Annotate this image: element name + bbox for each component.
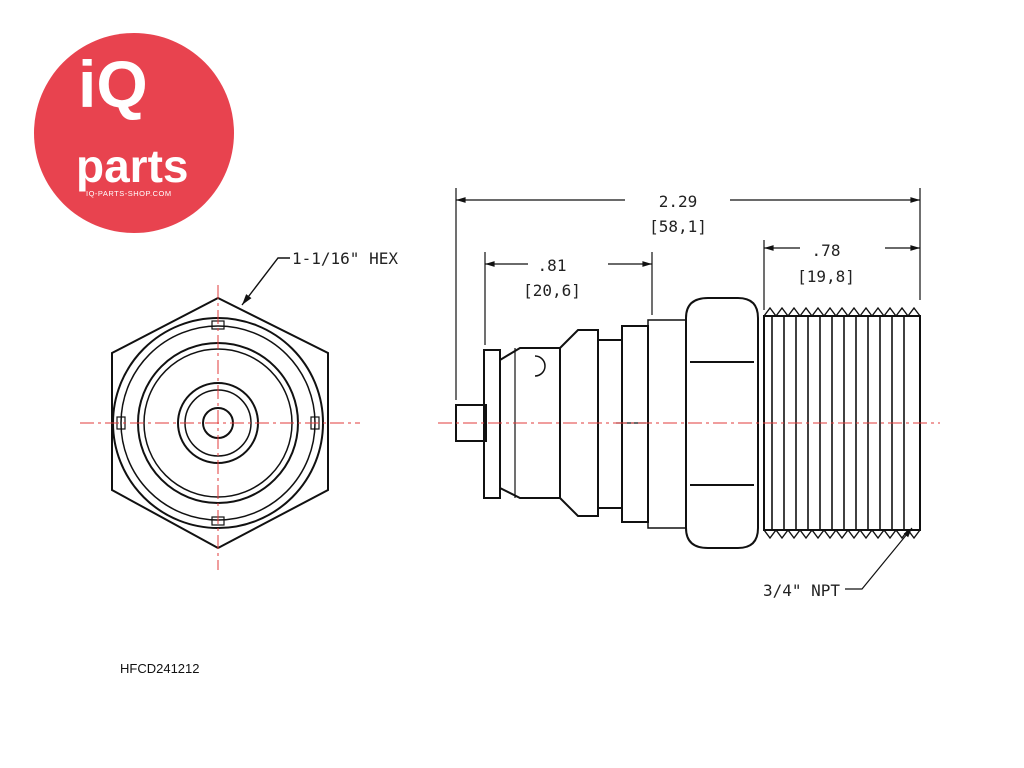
- overall-length-in: 2.29: [659, 192, 698, 211]
- left-length-in: .81: [538, 256, 567, 275]
- hex-nut: [685, 297, 759, 549]
- overall-length-mm: [58,1]: [649, 217, 707, 236]
- dimension-lines: [455, 188, 921, 590]
- logo-circle: [34, 33, 234, 233]
- iq-parts-logo: iQ parts IQ-PARTS-SHOP.COM: [34, 33, 234, 233]
- thread-length-mm: [19,8]: [797, 267, 855, 286]
- hex-leader: [241, 257, 290, 306]
- end-view-centerlines: [80, 285, 360, 570]
- thread-length-in: .78: [812, 241, 841, 260]
- hex-callout: 1-1/16" HEX: [292, 249, 398, 268]
- left-length-mm: [20,6]: [523, 281, 581, 300]
- logo-website: IQ-PARTS-SHOP.COM: [86, 189, 172, 198]
- logo-brand-top: iQ: [78, 47, 148, 121]
- front-ring: [483, 349, 501, 499]
- logo-brand-bottom: parts: [76, 140, 189, 192]
- thread-callout: 3/4" NPT: [763, 581, 840, 600]
- end-view: [111, 296, 329, 550]
- part-number: HFCD241212: [120, 661, 200, 676]
